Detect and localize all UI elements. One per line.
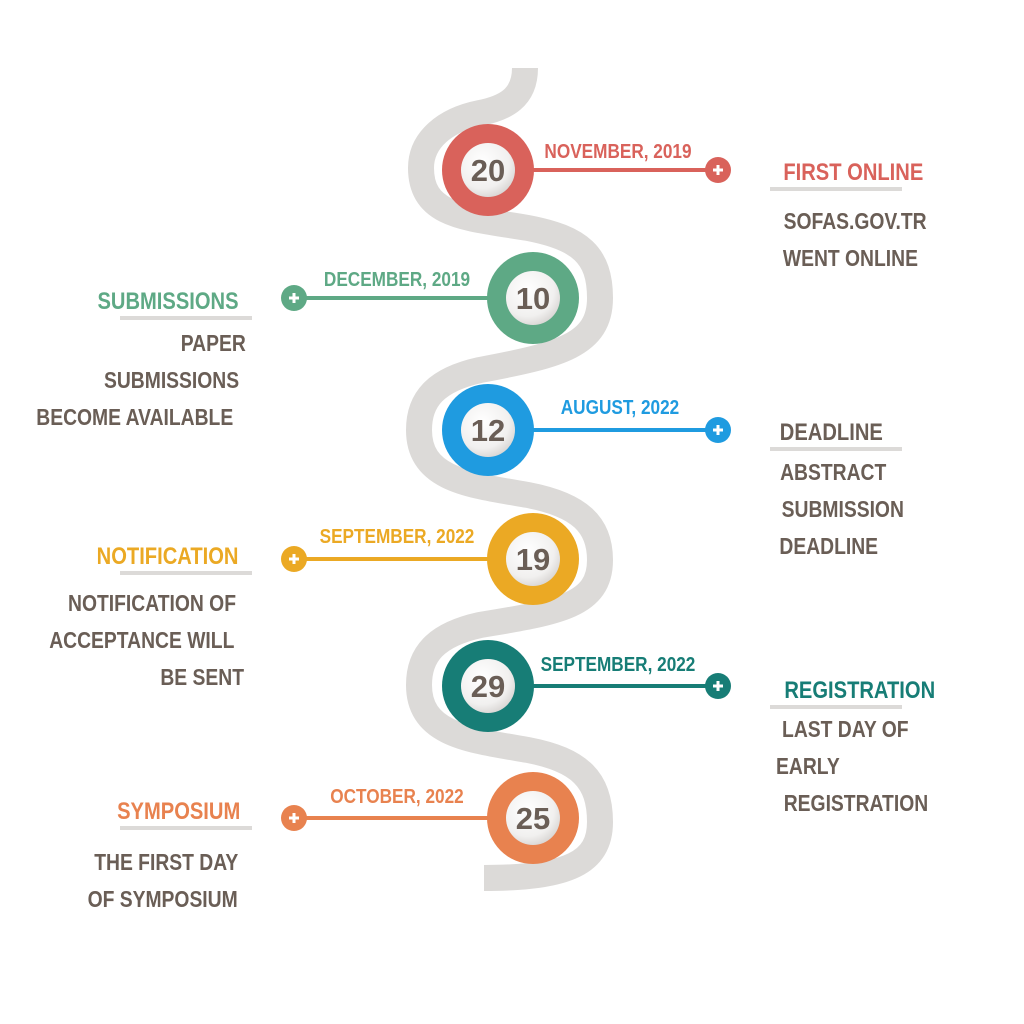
milestone-title: FIRST ONLINE: [783, 158, 923, 185]
date-ball: [506, 532, 560, 586]
title-underline: [120, 316, 252, 320]
plus-icon: [705, 673, 731, 699]
title-underline: [120, 571, 252, 575]
plus-icon: [281, 805, 307, 831]
description-line: OF SYMPOSIUM: [88, 888, 238, 913]
plus-icon: [281, 285, 307, 311]
date-ball: [506, 271, 560, 325]
title-underline: [770, 447, 902, 451]
milestone-title: DEADLINE: [780, 418, 883, 445]
description-line: SUBMISSIONS: [104, 369, 239, 394]
description-line: LAST DAY OF: [782, 718, 909, 743]
description-line: REGISTRATION: [784, 792, 928, 817]
day-number: 10: [516, 281, 550, 316]
date-ball: [461, 659, 515, 713]
description-line: PAPER: [181, 332, 246, 357]
plus-icon: [705, 417, 731, 443]
date-label: AUGUST, 2022: [561, 396, 679, 419]
title-underline: [770, 705, 902, 709]
description-line: SUBMISSION: [782, 498, 904, 523]
title-underline: [770, 187, 902, 191]
milestone-title: NOTIFICATION: [97, 542, 239, 569]
day-number: 29: [471, 669, 505, 704]
description-line: DEADLINE: [779, 535, 878, 560]
date-ball: [506, 791, 560, 845]
description-line: ACCEPTANCE WILL: [49, 629, 234, 654]
day-number: 12: [471, 413, 505, 448]
day-number: 19: [516, 542, 550, 577]
date-ball: [461, 143, 515, 197]
date-label: SEPTEMBER, 2022: [320, 525, 475, 548]
description-line: WENT ONLINE: [783, 247, 918, 272]
date-label: SEPTEMBER, 2022: [541, 653, 696, 676]
milestone-title: REGISTRATION: [784, 676, 935, 703]
date-ball: [461, 403, 515, 457]
description-line: BECOME AVAILABLE: [36, 406, 233, 431]
description-line: SOFAS.GOV.TR: [784, 210, 927, 235]
title-underline: [120, 826, 252, 830]
date-label: OCTOBER, 2022: [330, 785, 463, 808]
date-label: DECEMBER, 2019: [324, 268, 470, 291]
milestone-title: SYMPOSIUM: [117, 797, 240, 824]
description-line: THE FIRST DAY: [94, 851, 238, 876]
plus-icon: [705, 157, 731, 183]
date-label: NOVEMBER, 2019: [544, 140, 691, 163]
milestone-title: SUBMISSIONS: [97, 287, 238, 314]
description-line: EARLY: [776, 755, 840, 780]
day-number: 20: [471, 153, 505, 188]
plus-icon: [281, 546, 307, 572]
winding-timeline-path: [405, 67, 614, 891]
description-line: ABSTRACT: [780, 461, 886, 486]
description-line: NOTIFICATION OF: [68, 592, 236, 617]
description-line: BE SENT: [160, 666, 244, 691]
day-number: 25: [516, 801, 550, 836]
